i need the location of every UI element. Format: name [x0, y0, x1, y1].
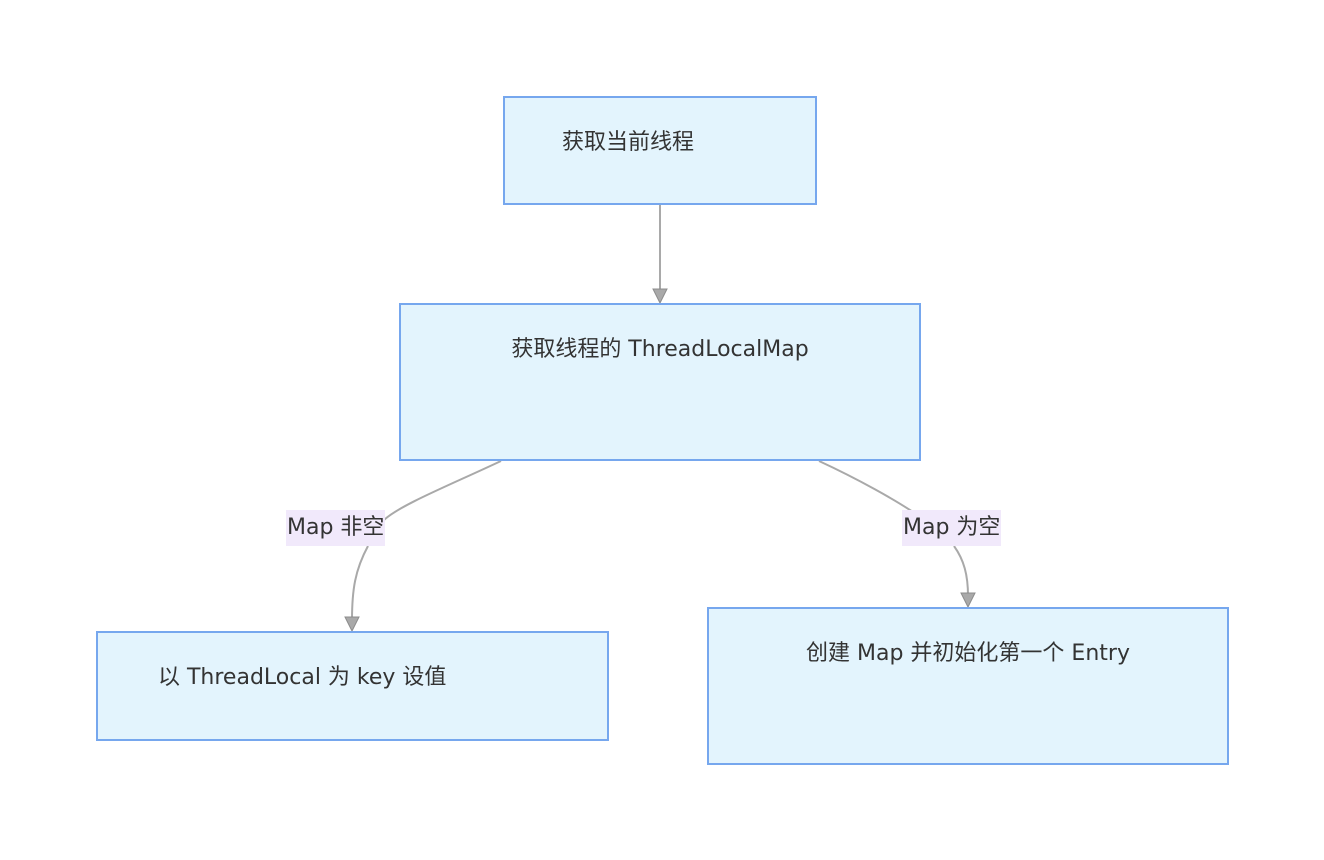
node-set-value: 以 ThreadLocal 为 key 设值: [96, 631, 609, 741]
node-label: 创建 Map 并初始化第一个 Entry: [806, 641, 1130, 666]
node-get-thread-map: 获取线程的 ThreadLocalMap: [399, 303, 921, 461]
node-get-current-thread: 获取当前线程: [503, 96, 817, 205]
node-label: 以 ThreadLocal 为 key 设值: [158, 665, 447, 690]
edge-map-to-create-map: [818, 460, 969, 597]
node-create-map: 创建 Map 并初始化第一个 Entry: [707, 607, 1229, 765]
node-label: 获取当前线程: [561, 130, 694, 155]
node-label: 获取线程的 ThreadLocalMap: [511, 337, 809, 362]
arrowhead-icon: [344, 616, 360, 633]
edge-label-map-not-empty: Map 非空: [286, 510, 386, 546]
arrowhead-icon: [960, 592, 976, 609]
arrowhead-icon: [652, 288, 668, 305]
edge-label-map-empty: Map 为空: [902, 510, 1002, 546]
edge-map-to-set-value: [351, 460, 502, 621]
